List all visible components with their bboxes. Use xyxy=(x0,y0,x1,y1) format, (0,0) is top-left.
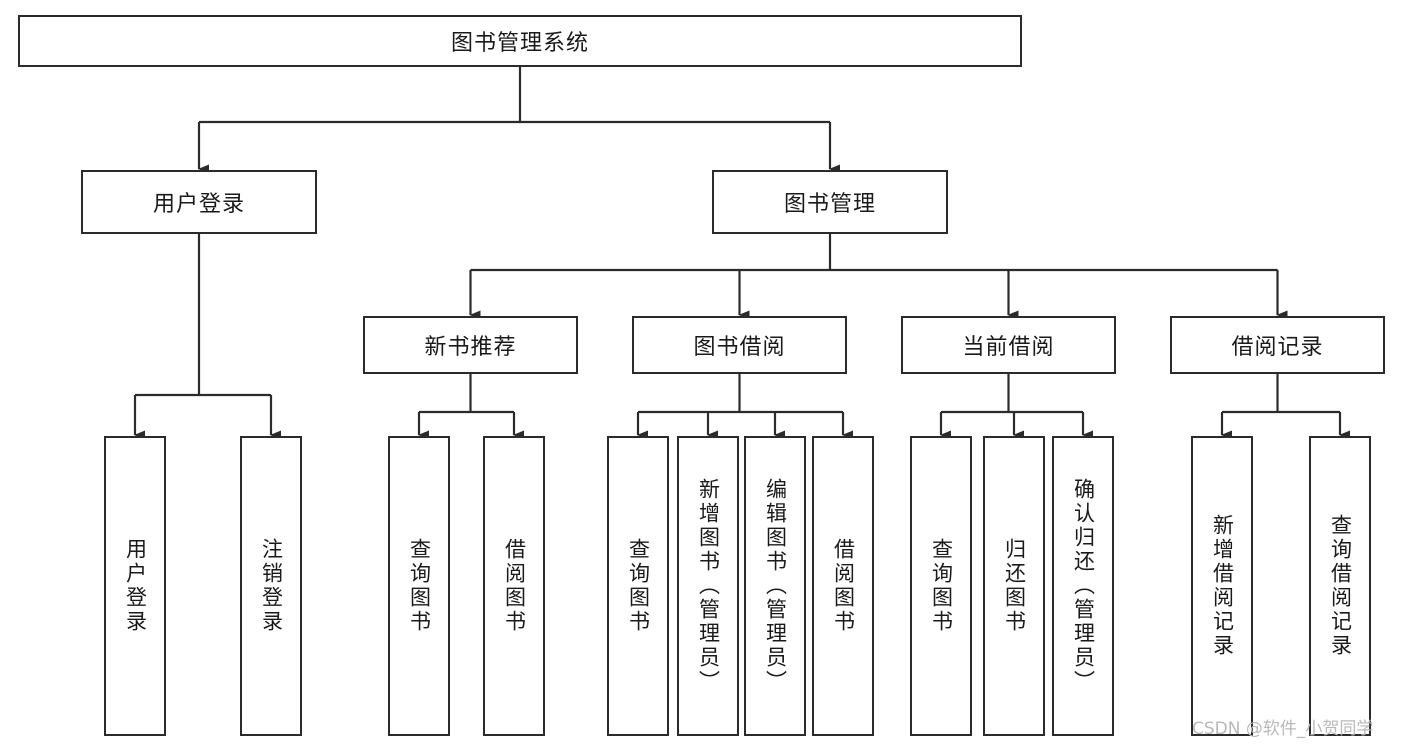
node-label: 查询借阅记录 xyxy=(1328,514,1353,658)
node-label: 借阅图书 xyxy=(502,538,527,634)
node-label: 查询图书 xyxy=(407,538,432,634)
node-leaf-add-record[interactable]: 新增借阅记录 xyxy=(1191,436,1253,736)
node-current-borrow[interactable]: 当前借阅 xyxy=(901,316,1116,374)
node-leaf-query-book-2[interactable]: 查询图书 xyxy=(607,436,669,736)
node-label: 查询图书 xyxy=(626,538,651,634)
node-root[interactable]: 图书管理系统 xyxy=(18,15,1022,67)
node-label: 图书借阅 xyxy=(693,335,786,360)
node-label: 注销登录 xyxy=(259,538,284,634)
node-borrow-record[interactable]: 借阅记录 xyxy=(1170,316,1385,374)
node-label: 用户登录 xyxy=(152,192,245,217)
node-label: 图书管理系统 xyxy=(450,31,589,56)
node-label: 当前借阅 xyxy=(962,335,1055,360)
node-leaf-return-book[interactable]: 归还图书 xyxy=(983,436,1045,736)
node-leaf-query-book-1[interactable]: 查询图书 xyxy=(388,436,450,736)
node-new-book-rec[interactable]: 新书推荐 xyxy=(363,316,578,374)
node-label: 确认归还（管理员） xyxy=(1071,478,1096,694)
node-leaf-query-book-3[interactable]: 查询图书 xyxy=(910,436,972,736)
node-leaf-confirm-return[interactable]: 确认归还（管理员） xyxy=(1052,436,1114,736)
node-label: 编辑图书（管理员） xyxy=(763,478,788,694)
node-leaf-user-login[interactable]: 用户登录 xyxy=(104,436,166,736)
node-label: 新书推荐 xyxy=(424,335,517,360)
node-label: 图书管理 xyxy=(783,192,876,217)
node-leaf-borrow-book-2[interactable]: 借阅图书 xyxy=(812,436,874,736)
node-leaf-borrow-book-1[interactable]: 借阅图书 xyxy=(483,436,545,736)
node-label: 借阅图书 xyxy=(831,538,856,634)
node-leaf-logout[interactable]: 注销登录 xyxy=(240,436,302,736)
node-label: 借阅记录 xyxy=(1231,335,1324,360)
node-label: 新增借阅记录 xyxy=(1210,514,1235,658)
node-user-login[interactable]: 用户登录 xyxy=(81,170,317,234)
node-leaf-edit-book[interactable]: 编辑图书（管理员） xyxy=(744,436,806,736)
node-label: 查询图书 xyxy=(929,538,954,634)
node-book-manage[interactable]: 图书管理 xyxy=(712,170,948,234)
node-leaf-query-record[interactable]: 查询借阅记录 xyxy=(1309,436,1371,736)
node-label: 用户登录 xyxy=(123,538,148,634)
node-book-borrow[interactable]: 图书借阅 xyxy=(632,316,847,374)
node-label: 新增图书（管理员） xyxy=(696,478,721,694)
node-leaf-add-book[interactable]: 新增图书（管理员） xyxy=(677,436,739,736)
watermark: CSDN @软件_小贺同学 xyxy=(1192,719,1374,739)
node-label: 归还图书 xyxy=(1002,538,1027,634)
